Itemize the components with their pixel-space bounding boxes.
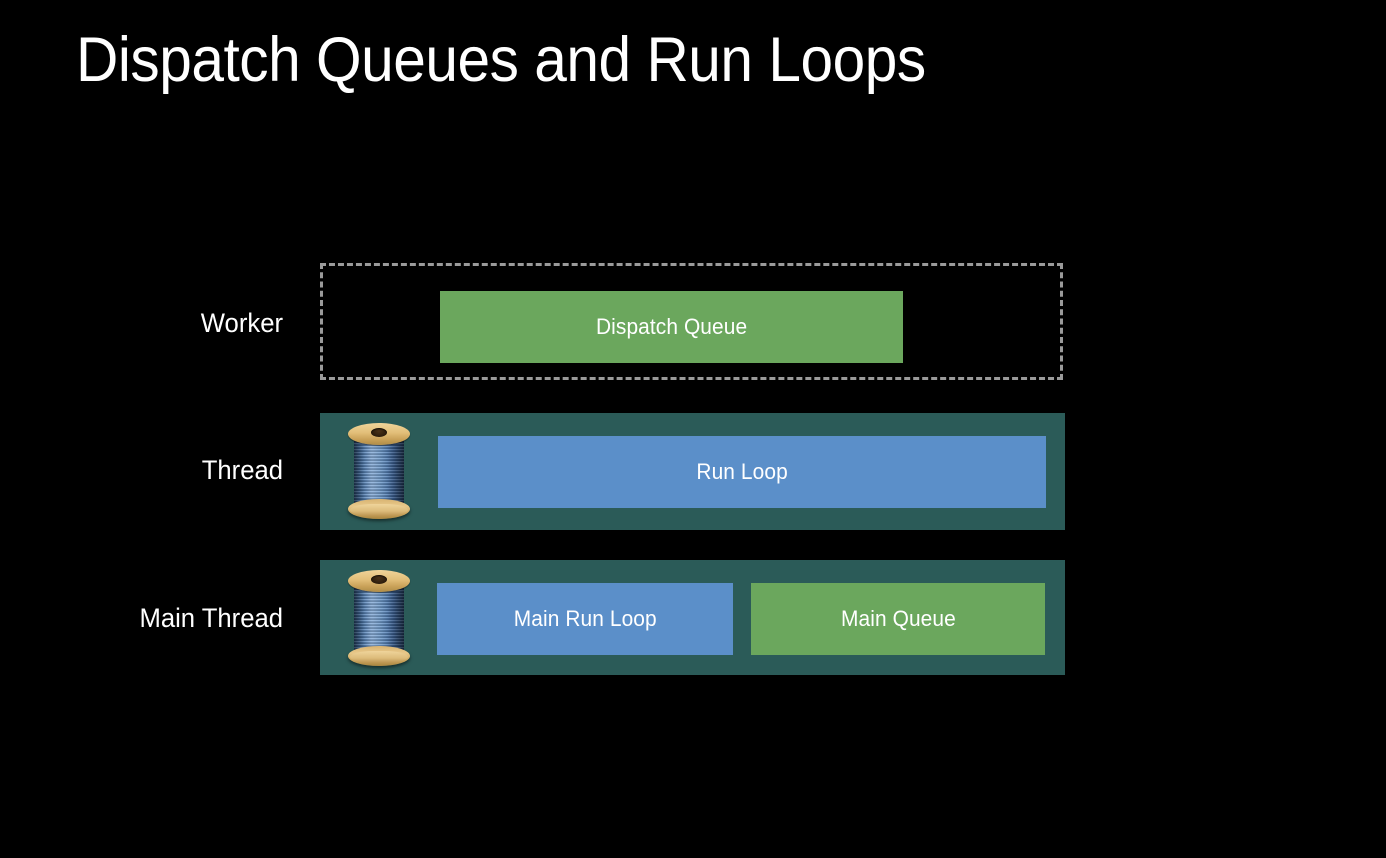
run-loop-box[interactable]: Run Loop bbox=[438, 436, 1046, 508]
run-loop-label: Run Loop bbox=[696, 459, 788, 484]
main-run-loop-box[interactable]: Main Run Loop bbox=[437, 583, 733, 655]
main-queue-box[interactable]: Main Queue bbox=[751, 583, 1045, 655]
thread-group-container: Run Loop bbox=[320, 413, 1065, 530]
row-label-worker: Worker bbox=[200, 308, 283, 338]
spool-center-hole bbox=[371, 575, 387, 584]
spool-bottom-flange-front bbox=[350, 651, 408, 663]
spool-thread-body bbox=[354, 434, 404, 508]
worker-group-container: Dispatch Queue bbox=[320, 263, 1063, 380]
row-label-main-thread: Main Thread bbox=[139, 603, 283, 633]
spool-bottom-flange-front bbox=[350, 504, 408, 516]
main-thread-group-container: Main Run Loop Main Queue bbox=[320, 560, 1065, 675]
spool-thread-body bbox=[354, 581, 404, 655]
spool-center-hole bbox=[371, 428, 387, 437]
dispatch-queue-box[interactable]: Dispatch Queue bbox=[440, 291, 903, 363]
thread-spool-icon bbox=[348, 423, 410, 519]
main-queue-label: Main Queue bbox=[840, 606, 956, 631]
page-title: Dispatch Queues and Run Loops bbox=[76, 25, 926, 95]
main-thread-spool-icon bbox=[348, 570, 410, 666]
main-run-loop-label: Main Run Loop bbox=[513, 606, 657, 631]
dispatch-queue-label: Dispatch Queue bbox=[595, 314, 748, 339]
row-label-thread: Thread bbox=[201, 455, 283, 485]
